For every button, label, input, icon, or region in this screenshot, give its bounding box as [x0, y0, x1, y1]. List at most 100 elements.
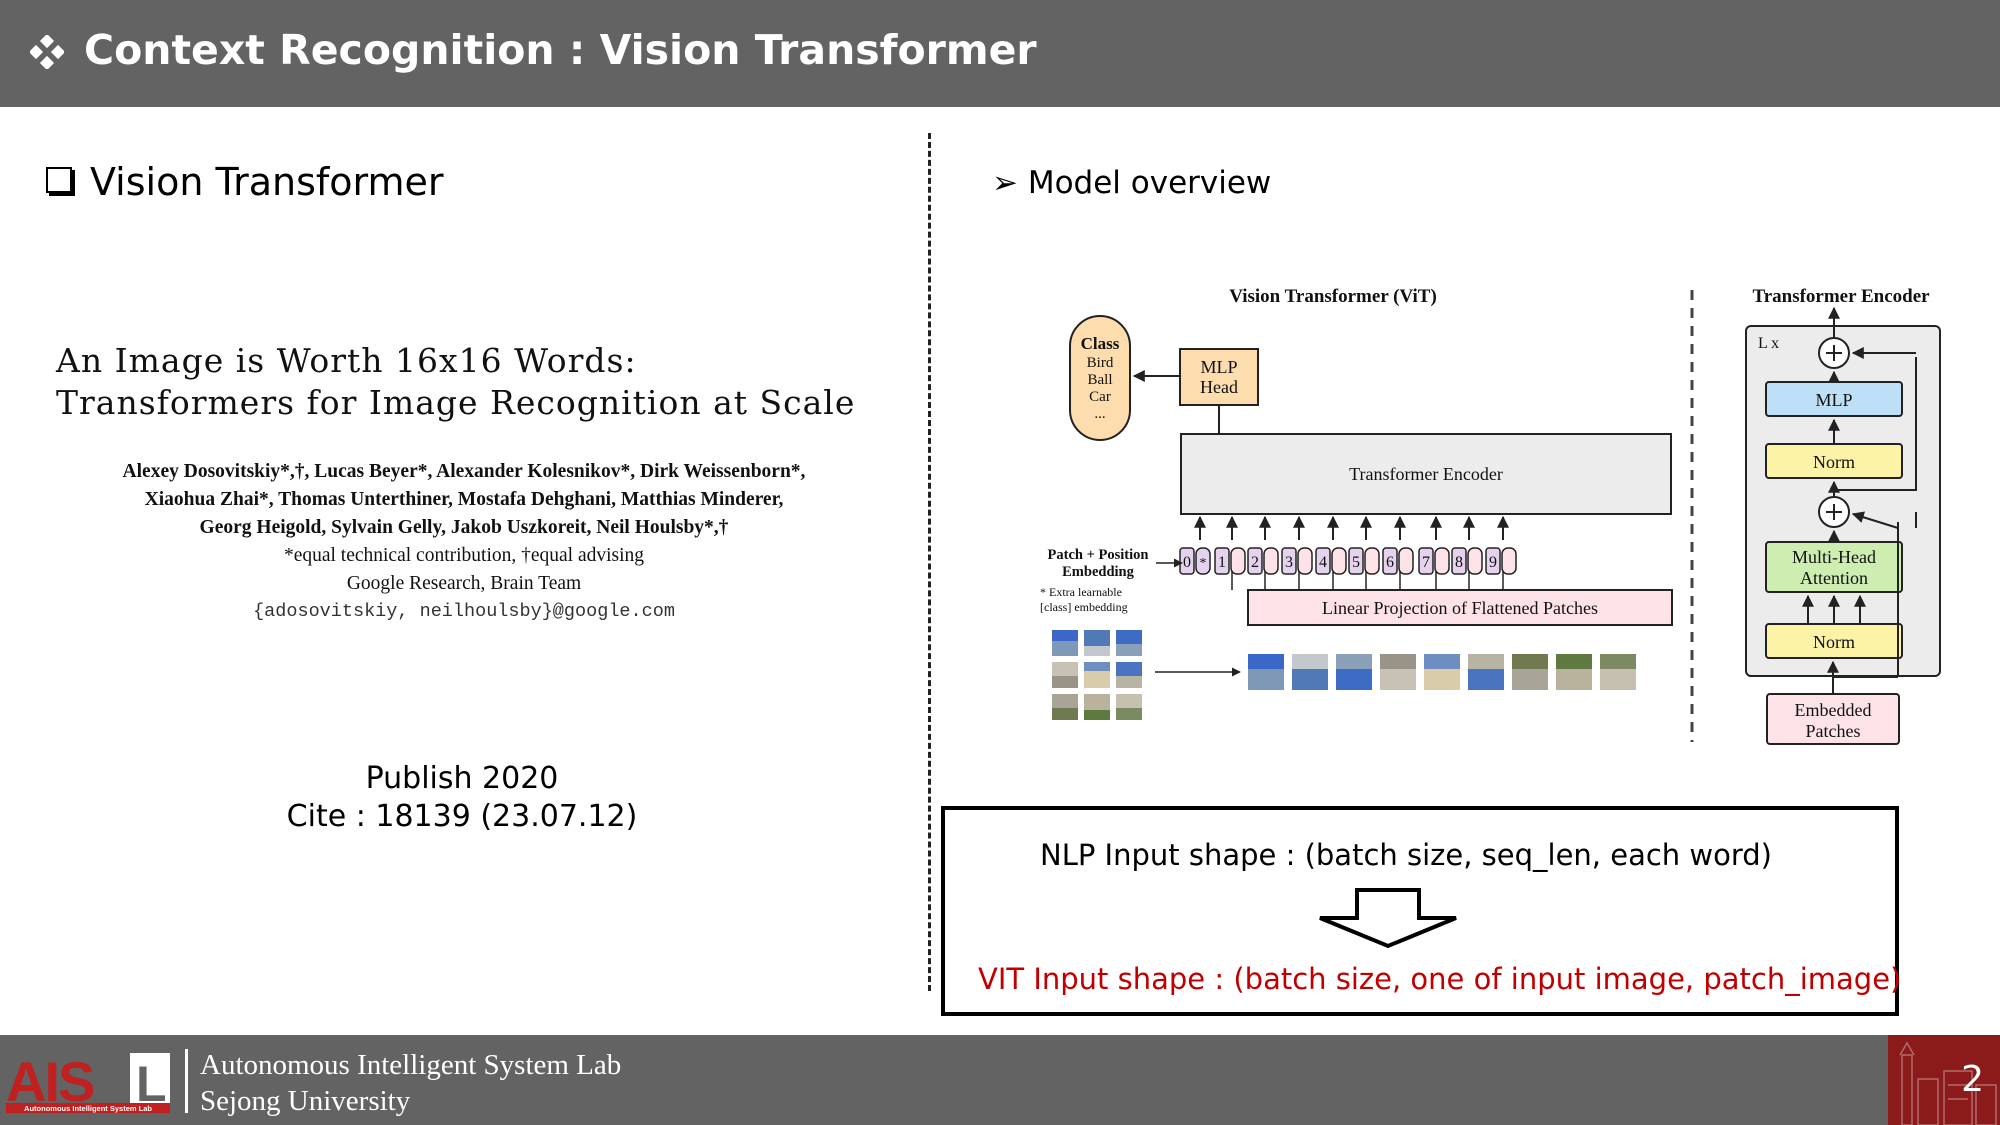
- class-ellipsis: ...: [1094, 406, 1105, 422]
- citation-count: Cite : 18139 (23.07.12): [286, 799, 638, 834]
- emails: {adosovitskiy, neilhoulsby}@google.com: [253, 601, 675, 622]
- position-index: 3: [1285, 554, 1293, 571]
- paper-title-line2: Transformers for Image Recognition at Sc…: [56, 383, 856, 422]
- position-embedding-box: [1485, 547, 1501, 575]
- university-name: Sejong University: [200, 1085, 411, 1117]
- page-number: 2: [1961, 1059, 1984, 1100]
- linear-projection-label: Linear Projection of Flattened Patches: [1322, 598, 1598, 618]
- publish-year: Publish 2020: [365, 761, 559, 796]
- contribution-note: *equal technical contribution, †equal ad…: [283, 545, 645, 566]
- position-index: 2: [1251, 554, 1259, 571]
- position-embedding-box: [1451, 547, 1467, 575]
- slide-title: Context Recognition : Vision Transformer: [84, 26, 1037, 74]
- authors-line3: Georg Heigold, Sylvain Gelly, Jakob Uszk…: [199, 517, 729, 538]
- patch-thumbnail-detail: [1336, 654, 1372, 669]
- patch-embedding-pill: [1263, 547, 1279, 575]
- vit-input-shape: VIT Input shape : (batch size, one of in…: [978, 962, 1902, 996]
- slide-footer: AIS L Autonomous Intelligent System Lab …: [0, 1035, 2000, 1125]
- lx-label: L x: [1758, 335, 1779, 352]
- authors-line1: Alexey Dosovitskiy*,†, Lucas Beyer*, Ale…: [122, 461, 806, 482]
- linear-projection-box: [1247, 589, 1673, 626]
- patch-embedding-pill: [1364, 547, 1380, 575]
- patch-embedding-pill: [1501, 547, 1517, 575]
- patch-embedding-pill: [1195, 547, 1211, 575]
- patch-thumbnail-detail: [1600, 654, 1636, 669]
- position-embedding-box: [1418, 547, 1434, 575]
- flattened-patches: [1248, 654, 1636, 690]
- section-heading-text: Vision Transformer: [90, 160, 444, 204]
- input-image-grid: [1052, 630, 1142, 720]
- affiliation: Google Research, Brain Team: [346, 573, 582, 594]
- nlp-input-shape: NLP Input shape : (batch size, seq_len, …: [1040, 838, 1772, 872]
- position-index: 4: [1319, 554, 1327, 571]
- svg-text:AIS: AIS: [6, 1051, 94, 1113]
- checkbox-bullet-icon: [46, 167, 72, 193]
- lab-name: Autonomous Intelligent System Lab: [200, 1049, 622, 1081]
- norm-top-label: Norm: [1813, 452, 1855, 472]
- embedded-line1: Embedded: [1795, 700, 1872, 720]
- footer-lab-info: Autonomous Intelligent System Lab Sejong…: [200, 1047, 621, 1119]
- class-token-star: *: [1200, 556, 1207, 571]
- attention-line1: Multi-Head: [1792, 547, 1876, 567]
- position-embedding-box: [1281, 547, 1297, 575]
- patch-embedding-pill: [1467, 547, 1483, 575]
- encoder-diagram-title: Transformer Encoder: [1752, 286, 1930, 307]
- patch-position-label-1: Patch + Position: [1048, 547, 1149, 563]
- publication-info: Publish 2020 Cite : 18139 (23.07.12): [262, 760, 662, 836]
- paper-title-line1: An Image is Worth 16x16 Words:: [56, 341, 637, 380]
- position-embedding-box: [1247, 547, 1263, 575]
- logo-subtext: Autonomous Intelligent System Lab: [24, 1104, 152, 1113]
- vit-diagram-title: Vision Transformer (ViT): [1229, 286, 1437, 307]
- class-label: Class: [1081, 334, 1120, 353]
- position-embedding-box: [1214, 547, 1230, 575]
- norm-bottom-label: Norm: [1813, 632, 1855, 652]
- university-building-icon: [1899, 1041, 1997, 1125]
- mlp-head-box: [1179, 348, 1259, 406]
- overview-heading-text: Model overview: [1027, 165, 1272, 201]
- mlp-label: MLP: [1815, 390, 1852, 410]
- patch-thumbnail-detail: [1292, 654, 1328, 669]
- position-index: 5: [1352, 554, 1360, 571]
- position-embedding-box: [1348, 547, 1364, 575]
- patch-embedding-pill: [1230, 547, 1246, 575]
- authors-line2: Xiaohua Zhai*, Thomas Unterthiner, Mosta…: [144, 489, 784, 510]
- class-bird: Bird: [1087, 355, 1114, 371]
- transformer-encoder-box: [1180, 433, 1672, 515]
- embedded-line2: Patches: [1806, 721, 1861, 741]
- aisl-logo: AIS L Autonomous Intelligent System Lab: [6, 1051, 170, 1113]
- overview-heading: ➢ Model overview: [992, 165, 1271, 201]
- patch-embedding-pill: [1331, 547, 1347, 575]
- encoder-arrows: [1802, 306, 1917, 694]
- position-embedding-box: [1315, 547, 1331, 575]
- section-heading: Vision Transformer: [46, 160, 444, 204]
- patch-position-label-2: Embedding: [1062, 564, 1134, 580]
- position-index: 8: [1455, 554, 1463, 571]
- class-car: Car: [1089, 389, 1111, 405]
- page-number-box: 2: [1888, 1035, 2000, 1125]
- attention-line2: Attention: [1800, 568, 1868, 588]
- position-index: 7: [1422, 554, 1430, 571]
- paper-authors: Alexey Dosovitskiy*,†, Lucas Beyer*, Ale…: [56, 458, 872, 626]
- input-shape-box: [941, 806, 1899, 1016]
- patch-thumbnail-detail: [1468, 654, 1504, 669]
- position-index: 0: [1183, 554, 1191, 571]
- patch-thumbnail-detail: [1424, 654, 1460, 669]
- column-divider: [928, 133, 931, 991]
- transformer-encoder-label: Transformer Encoder: [1349, 464, 1503, 484]
- patch-thumbnail-detail: [1248, 654, 1284, 669]
- svg-text:L: L: [136, 1056, 167, 1112]
- position-index: 9: [1489, 554, 1497, 571]
- patch-embedding-pill: [1398, 547, 1414, 575]
- footer-separator: [185, 1049, 188, 1113]
- position-index: 1: [1218, 554, 1226, 571]
- patch-thumbnail-detail: [1380, 654, 1416, 669]
- slide-header: Context Recognition : Vision Transformer: [0, 0, 2000, 107]
- extra-learnable-2: [class] embedding: [1040, 600, 1128, 614]
- patch-thumbnail-detail: [1512, 654, 1548, 669]
- position-embedding-box: [1382, 547, 1398, 575]
- patch-thumbnail-detail: [1556, 654, 1592, 669]
- class-output-box: [1069, 315, 1131, 441]
- vit-architecture-diagram: Vision Transformer (ViT) Transformer Enc…: [1040, 286, 1941, 745]
- diamond-bullet-icon: [30, 35, 64, 69]
